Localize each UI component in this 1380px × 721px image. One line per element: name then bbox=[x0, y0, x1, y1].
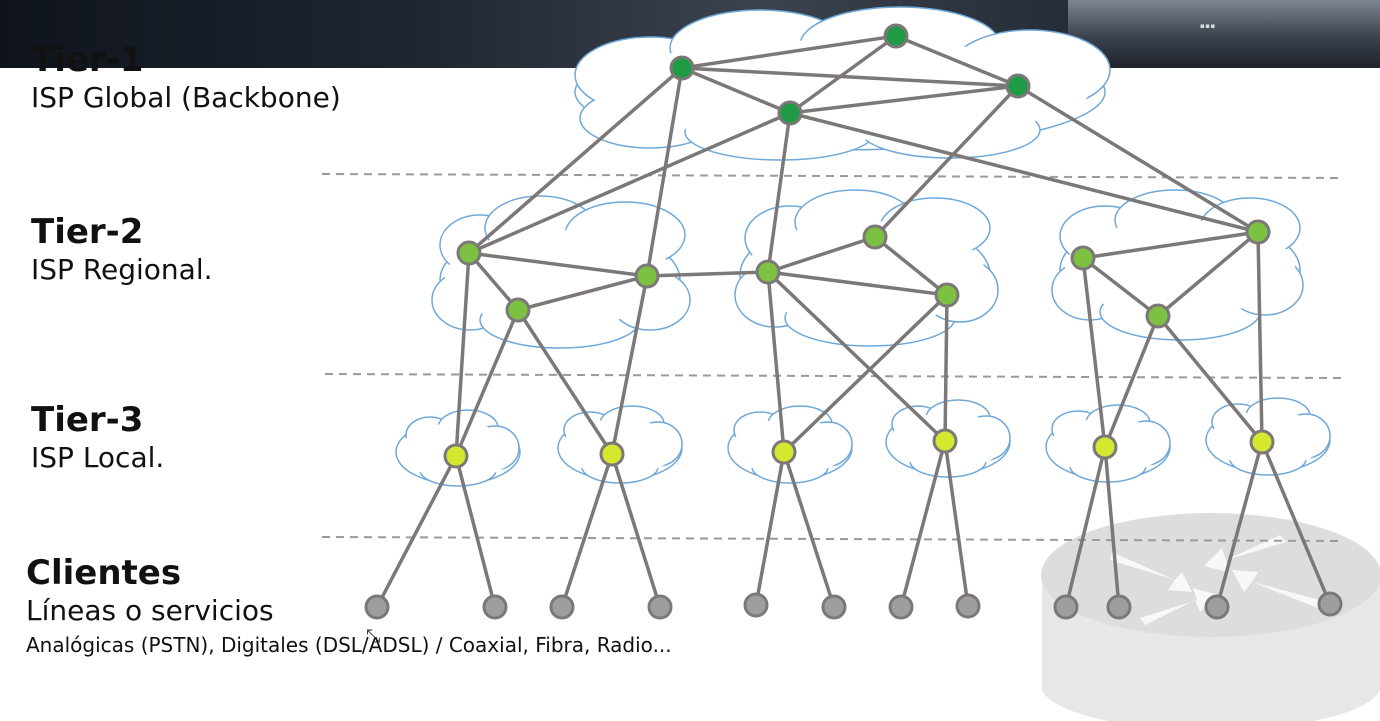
clients-label-group: Clientes Líneas o servicios Analógicas (… bbox=[26, 553, 672, 659]
header-photo-label: ▪▪▪ bbox=[1200, 22, 1216, 30]
tier1-label-group: Tier-1 ISP Global (Backbone) bbox=[31, 40, 341, 116]
resize-cursor-icon: ⤡ bbox=[366, 626, 381, 647]
header-photo bbox=[1068, 0, 1380, 68]
tier2-cloud-left bbox=[431, 195, 691, 349]
clients-detail: Analógicas (PSTN), Digitales (DSL/ADSL) … bbox=[26, 633, 672, 657]
tier2-nodes bbox=[456, 219, 1271, 329]
tier1-nodes bbox=[669, 23, 1031, 126]
tier3-label-group: Tier-3 ISP Local. bbox=[31, 400, 164, 476]
tier3-title: Tier-3 bbox=[31, 400, 144, 440]
client-nodes bbox=[364, 591, 1343, 620]
clients-subtitle: Líneas o servicios bbox=[26, 594, 274, 627]
tier2-cloud-right bbox=[1051, 189, 1304, 341]
network-links bbox=[375, 34, 1332, 609]
tier3-nodes bbox=[443, 428, 1275, 469]
tier2-subtitle: ISP Regional. bbox=[31, 253, 213, 286]
tier2-title: Tier-2 bbox=[31, 212, 144, 252]
tier1-subtitle: ISP Global (Backbone) bbox=[31, 81, 341, 114]
tier3-subtitle: ISP Local. bbox=[31, 441, 165, 474]
tier1-title: Tier-1 bbox=[31, 40, 144, 80]
network-nodes bbox=[364, 23, 1343, 620]
tier2-label-group: Tier-2 ISP Regional. bbox=[31, 212, 213, 288]
tier-dividers bbox=[321, 173, 1343, 542]
clients-title: Clientes bbox=[26, 553, 182, 593]
